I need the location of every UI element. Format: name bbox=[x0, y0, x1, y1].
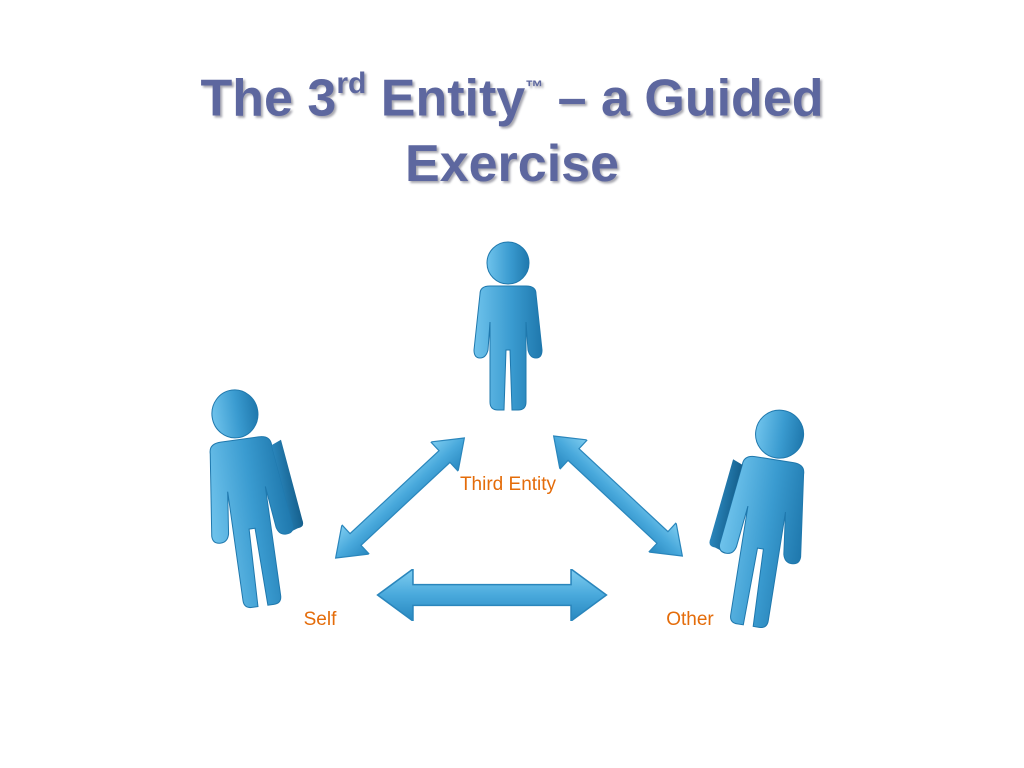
label-other: Other bbox=[666, 609, 714, 630]
title-superscript-rd: rd bbox=[336, 67, 367, 100]
person-figure-icon bbox=[709, 409, 805, 628]
double-headed-arrow-icon bbox=[376, 569, 608, 621]
person-figure-icon bbox=[209, 389, 304, 609]
person-figure-icon bbox=[473, 241, 543, 411]
trademark-symbol: ™ bbox=[525, 77, 544, 97]
label-third-entity: Third Entity bbox=[460, 474, 557, 495]
title-text-the-3: The 3 bbox=[200, 69, 337, 128]
double-headed-arrow-icon bbox=[321, 422, 479, 574]
title-text-entity: Entity bbox=[366, 69, 526, 128]
title-text-a-guided: – a Guided bbox=[543, 69, 824, 128]
label-self: Self bbox=[304, 609, 337, 630]
double-headed-arrow-icon bbox=[539, 420, 697, 572]
title-text-exercise: Exercise bbox=[405, 135, 619, 194]
